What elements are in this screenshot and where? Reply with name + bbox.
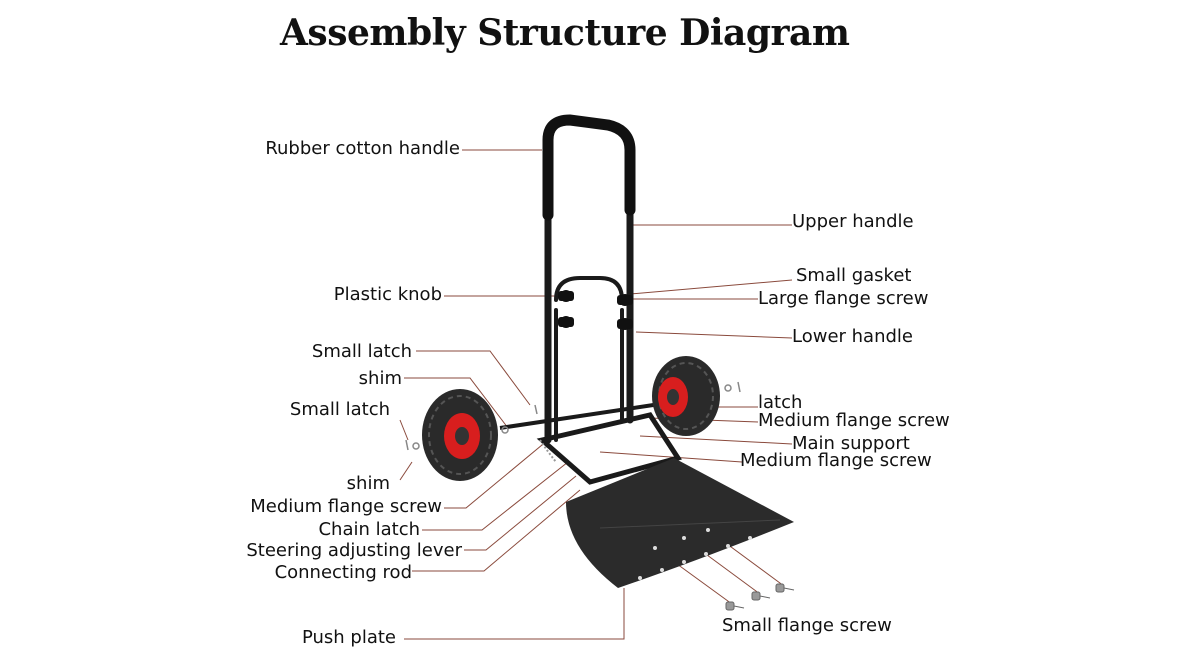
main-support xyxy=(536,412,682,485)
label-chain-latch: Chain latch xyxy=(318,519,420,540)
label-push-plate: Push plate xyxy=(301,627,396,648)
left-wheel xyxy=(422,389,498,481)
label-medium-flange-screw-left: Medium flange screw xyxy=(250,496,442,517)
label-medium-flange-screw-right-upper: Medium flange screw xyxy=(758,410,950,431)
chain-latch xyxy=(539,439,557,463)
label-upper-handle: Upper handle xyxy=(792,211,914,232)
plastic-knobs xyxy=(558,290,633,330)
label-small-latch-lower: Small latch xyxy=(289,399,390,420)
push-plate xyxy=(566,458,794,588)
label-main-support: Main support xyxy=(792,433,910,454)
label-small-latch-upper: Small latch xyxy=(311,341,412,362)
label-shim-upper: shim xyxy=(358,368,402,389)
label-latch: latch xyxy=(758,392,803,413)
label-steering-adjusting-lever: Steering adjusting lever xyxy=(246,540,462,561)
label-medium-flange-screw-right-lower: Medium flange screw xyxy=(740,450,932,471)
label-lower-handle: Lower handle xyxy=(792,326,913,347)
label-shim-lower: shim xyxy=(346,473,390,494)
small-hardware xyxy=(405,381,741,451)
right-wheel xyxy=(652,356,720,436)
label-large-flange-screw: Large flange screw xyxy=(758,288,929,309)
rubber-cotton-handle xyxy=(542,114,636,221)
label-plastic-knob: Plastic knob xyxy=(333,284,442,305)
label-rubber-cotton-handle: Rubber cotton handle xyxy=(265,138,460,159)
page-title: Assembly Structure Diagram xyxy=(280,12,850,54)
axle xyxy=(499,402,661,430)
label-small-flange-screw: Small flange screw xyxy=(722,615,892,636)
small-flange-screws xyxy=(725,583,795,611)
label-small-gasket: Small gasket xyxy=(796,265,912,286)
label-connecting-rod: Connecting rod xyxy=(274,562,412,583)
